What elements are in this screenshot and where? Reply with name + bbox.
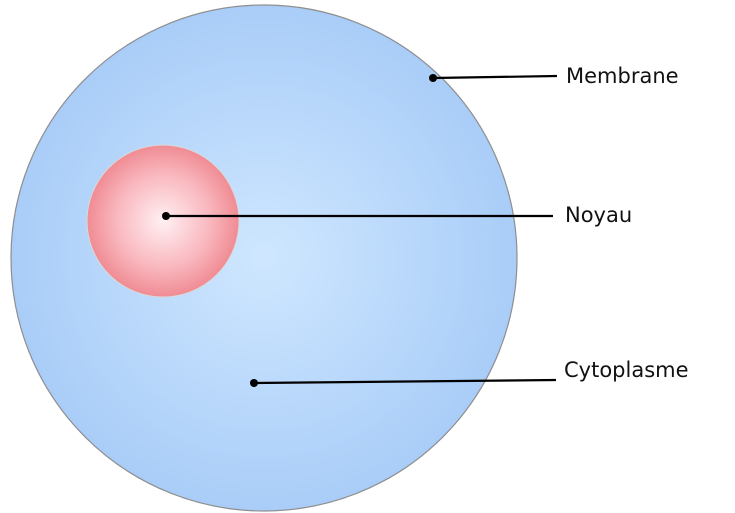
cell-membrane <box>11 5 517 511</box>
noyau-label: Noyau <box>565 203 632 227</box>
cell-nucleus <box>87 145 239 297</box>
membrane-label: Membrane <box>566 64 679 88</box>
membrane-leader-line <box>433 76 557 78</box>
cytoplasme-label: Cytoplasme <box>564 358 689 382</box>
membrane-callout: Membrane <box>429 64 679 88</box>
